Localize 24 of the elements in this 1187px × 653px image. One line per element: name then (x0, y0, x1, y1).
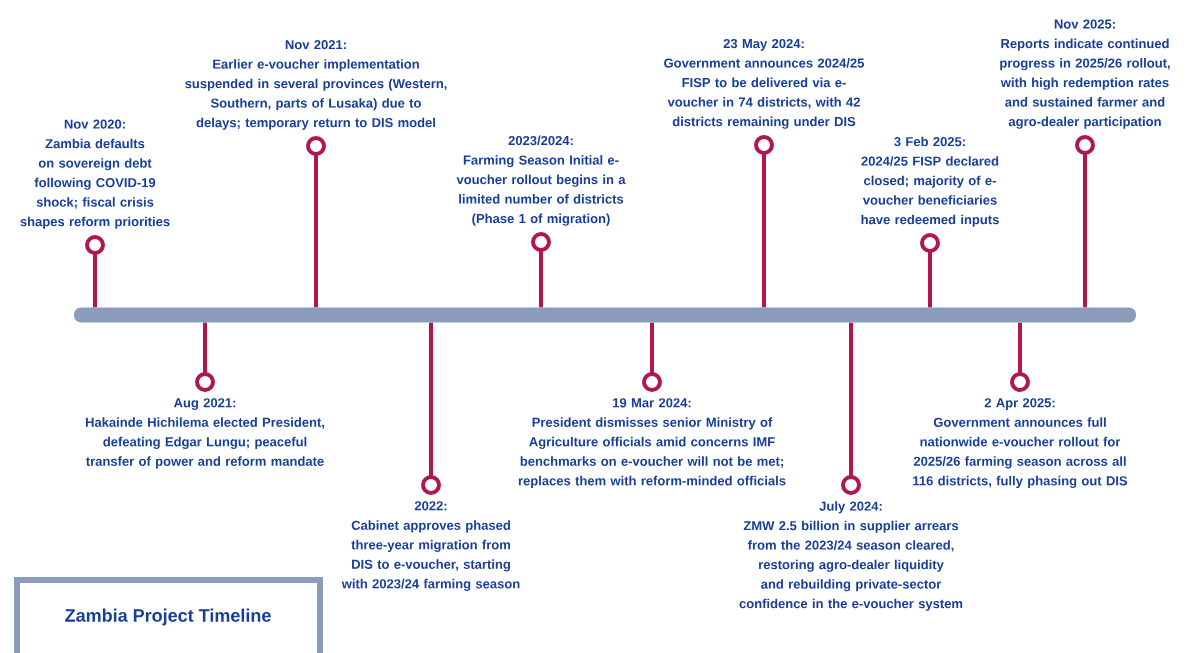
pin-marker (306, 136, 326, 308)
event-text: 2023/2024: Farming Season Initial e-voucher rollout begins in a limited number of districts (Phase 1 of migration) (456, 135, 626, 226)
pin-marker (1075, 135, 1095, 308)
title-box: Zambia Project Timeline (14, 577, 323, 653)
pin-marker (1010, 322, 1030, 392)
event-text: 2022: Cabinet approves phased three-year migration from DIS to e-voucher, starting with 2023/24 farming season (341, 501, 520, 592)
event-text: Aug 2021: Hakainde Hichilema elected President, defeating Edgar Lungu; peaceful transfer of power and reform mandate (85, 398, 325, 469)
pin-marker (841, 322, 861, 495)
pin-marker (195, 322, 215, 392)
pin-marker (531, 232, 551, 308)
pin-marker (754, 135, 774, 308)
event-text: July 2024: ZMW 2.5 billion in supplier arrears from the 2023/24 season cleared, restoring agro-dealer liquidity and rebuilding private-sector confidence in the e-voucher system (739, 501, 963, 611)
event-text: 3 Feb 2025: 2024/25 FISP declared closed; majority of e-voucher beneficiaries have redeemed inputs (861, 136, 999, 227)
event-text: Nov 2020: Zambia defaults on sovereign debt following COVID-19 shock; fiscal crisis shapes reform priorities (20, 119, 170, 229)
event-text: Nov 2025: Reports indicate continued progress in 2025/26 rollout, with high redemption rates and sustained farmer and agro-dealer participation (1000, 19, 1170, 129)
pin-marker (85, 235, 105, 308)
event-text: 2 Apr 2025: Government announces full nationwide e-voucher rollout for 2025/26 farming season across all 116 districts, fully phasing out DIS (913, 398, 1128, 489)
pin-marker (920, 233, 940, 308)
event-text: 23 May 2024: Government announces 2024/25 FISP to be delivered via e-voucher in 74 districts, with 42 districts remaining under DIS (664, 38, 865, 129)
pin-marker (642, 322, 662, 392)
event-text: 19 Mar 2024: President dismisses senior Ministry of Agriculture officials amid concerns IMF benchmarks on e-voucher will not be met; replaces them with reform-minded officials (518, 398, 786, 488)
timeline-bar (74, 307, 1136, 323)
event-text: Nov 2021: Earlier e-voucher implementation suspended in several provinces (Western, Southern, parts of Lusaka) due to delays; temporary return to DIS model (185, 40, 447, 130)
pin-marker (421, 322, 441, 495)
